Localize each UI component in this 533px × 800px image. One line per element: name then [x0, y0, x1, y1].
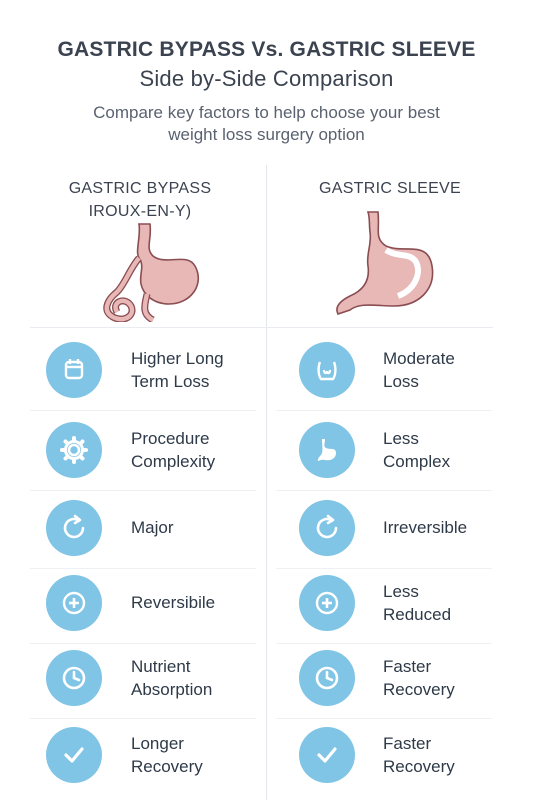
clock-icon	[46, 650, 102, 706]
page-title-secondary: Side by-Side Comparison	[139, 66, 394, 91]
right-item-line2: Complex	[383, 452, 451, 471]
right-item-line1: Faster	[383, 657, 432, 676]
row-separator	[276, 410, 492, 411]
left-column-subtitle: IROUX-EN-Y)	[88, 203, 192, 220]
left-item-line2: Recovery	[131, 757, 203, 776]
clock-icon	[299, 650, 355, 706]
gastric-bypass-illustration	[103, 223, 200, 322]
right-item-line1: Irreversible	[383, 518, 468, 537]
right-item-line2: Recovery	[383, 757, 455, 776]
gastric-sleeve-illustration	[336, 211, 434, 315]
right-item-line2: Recovery	[383, 680, 455, 699]
right-item-line1: Less	[383, 582, 419, 601]
header-separator	[30, 327, 493, 328]
left-item-line1: Longer	[131, 734, 184, 753]
plus-icon	[299, 575, 355, 631]
subtitle-line-2: weight loss surgery option	[168, 125, 365, 144]
plus-icon	[46, 575, 102, 631]
left-item-line1: Nutrient	[131, 657, 191, 676]
row-separator	[276, 718, 492, 719]
stomach-icon	[299, 422, 355, 478]
column-divider	[266, 165, 267, 800]
right-item-line1: Less	[383, 429, 419, 448]
row-separator	[30, 490, 256, 491]
row-separator	[276, 568, 492, 569]
weight-icon	[299, 342, 355, 398]
right-column-title: GASTRIC SLEEVE	[318, 180, 462, 197]
right-item-line1: Faster	[383, 734, 432, 753]
left-item-line2: Complexity	[131, 452, 216, 471]
gear-icon	[46, 422, 102, 478]
right-item-line2: Loss	[383, 372, 419, 391]
left-item-line1: Higher Long	[131, 349, 224, 368]
refresh-icon	[299, 500, 355, 556]
row-separator	[30, 718, 256, 719]
right-item-label: Irreversible	[383, 516, 503, 539]
left-item-line1: Procedure	[131, 429, 210, 448]
right-item-line2: Reduced	[383, 605, 452, 624]
left-item-label: Major	[131, 516, 251, 539]
subtitle-line-1: Compare key factors to help choose your …	[93, 103, 440, 122]
left-item-label: Reversibile	[131, 591, 251, 614]
check-icon	[46, 727, 102, 783]
check-icon	[299, 727, 355, 783]
row-separator	[276, 490, 492, 491]
left-item-line2: Term Loss	[131, 372, 210, 391]
right-item-line1: Moderate	[383, 349, 455, 368]
left-column-title: GASTRIC BYPASS	[68, 180, 212, 197]
left-item-line2: Absorption	[131, 680, 213, 699]
page-title: GASTRIC BYPASS Vs. GASTRIC SLEEVE	[57, 38, 476, 61]
row-separator	[276, 643, 492, 644]
row-separator	[30, 643, 256, 644]
row-separator	[30, 410, 256, 411]
calendar-icon	[46, 342, 102, 398]
row-separator	[30, 568, 256, 569]
left-item-line1: Reversibile	[131, 593, 216, 612]
left-item-line1: Major	[131, 518, 174, 537]
refresh-icon	[46, 500, 102, 556]
